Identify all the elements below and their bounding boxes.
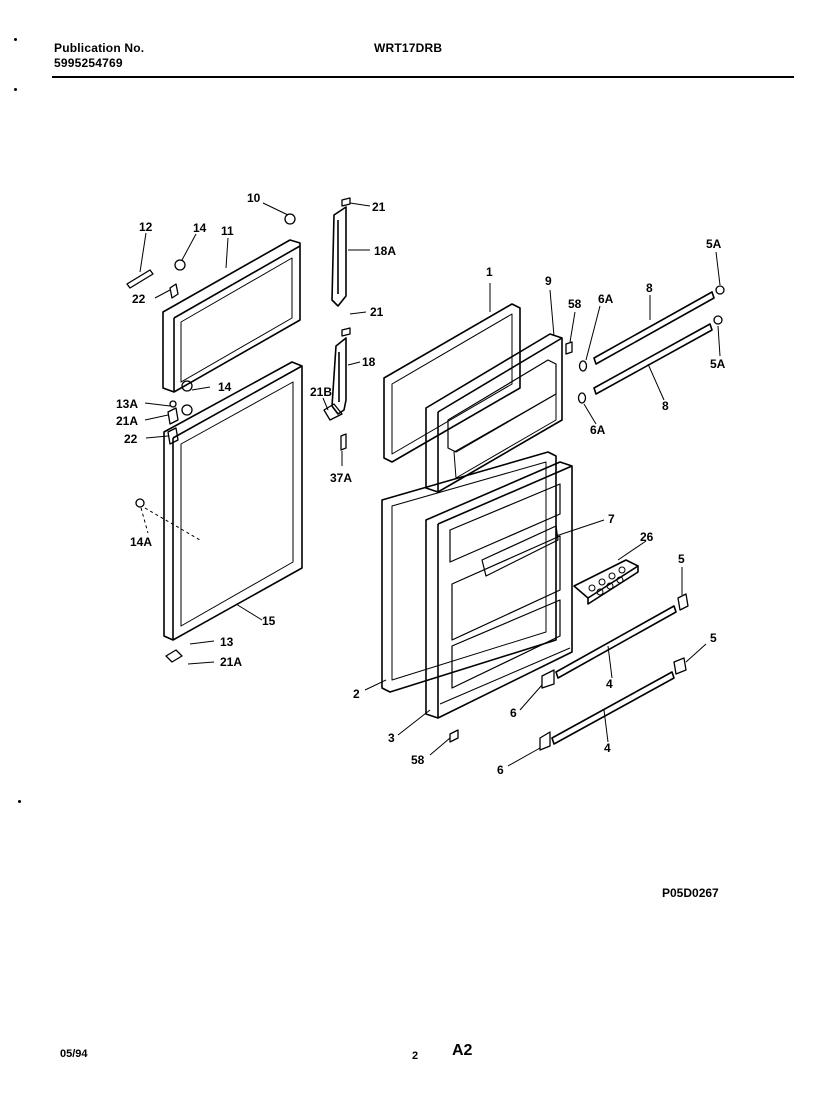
handle-18a	[331, 206, 347, 307]
callout-7: 7	[608, 512, 615, 526]
callout-1: 1	[486, 265, 493, 279]
scan-speck	[14, 38, 17, 41]
callout-18a: 18A	[374, 244, 396, 258]
callout-22: 22	[132, 292, 146, 306]
footer-sheet-id: A2	[452, 1042, 473, 1059]
callout-58: 58	[411, 753, 425, 767]
footer-date: 05/94	[60, 1048, 88, 1060]
callout-26: 26	[640, 530, 654, 544]
callout-11: 11	[221, 224, 234, 238]
callout-12: 12	[139, 220, 153, 234]
callout-6a: 6A	[598, 292, 614, 306]
callout-21: 21	[370, 305, 384, 319]
callout-21a: 21A	[116, 414, 138, 428]
callout-13: 13	[220, 635, 234, 649]
callout-8: 8	[662, 399, 669, 413]
callout-58: 58	[568, 297, 582, 311]
callout-22: 22	[124, 432, 138, 446]
scan-speck	[14, 88, 17, 91]
callout-14a: 14A	[130, 535, 152, 549]
callout-8: 8	[646, 281, 653, 295]
callout-13a: 13A	[116, 397, 138, 411]
model-number: WRT17DRB	[374, 41, 443, 55]
callout-5: 5	[678, 552, 685, 566]
callout-2: 2	[353, 687, 360, 701]
fresh-food-gasket-2	[381, 451, 557, 693]
callout-5a: 5A	[710, 357, 726, 371]
callout-leaders	[139, 202, 721, 767]
callout-6: 6	[497, 763, 504, 777]
publication-label: Publication No.	[54, 41, 145, 55]
callout-21: 21	[372, 200, 386, 214]
freezer-shelf-bars-8	[593, 291, 715, 395]
scan-speck	[18, 800, 21, 803]
footer-page-number: 2	[412, 1050, 419, 1062]
fresh-food-door-15	[163, 361, 303, 641]
fresh-food-shelf-bars-4	[551, 605, 677, 745]
callout-9: 9	[545, 274, 552, 288]
egg-tray-26	[573, 559, 639, 605]
freezer-door-11	[162, 239, 301, 393]
callout-5a: 5A	[706, 237, 722, 251]
small-hardware	[126, 197, 725, 751]
callout-4: 4	[606, 677, 613, 691]
callout-21a: 21A	[220, 655, 242, 669]
handle-18	[331, 337, 347, 415]
callout-10: 10	[247, 191, 261, 205]
callout-5: 5	[710, 631, 717, 645]
callout-6a: 6A	[590, 423, 606, 437]
callout-6: 6	[510, 706, 517, 720]
callout-3: 3	[388, 731, 395, 745]
callout-37a: 37A	[330, 471, 352, 485]
freezer-gasket-1	[383, 303, 521, 463]
fresh-food-inner-liner-3	[425, 461, 573, 719]
callout-4: 4	[604, 741, 611, 755]
callout-14: 14	[193, 221, 207, 235]
callout-21b: 21B	[310, 385, 332, 399]
header-rule	[52, 76, 794, 78]
callout-18: 18	[362, 355, 376, 369]
callout-15: 15	[262, 614, 276, 628]
publication-number: 5995254769	[54, 56, 123, 70]
diagram-reference: P05D0267	[662, 886, 719, 900]
callout-14: 14	[218, 380, 232, 394]
